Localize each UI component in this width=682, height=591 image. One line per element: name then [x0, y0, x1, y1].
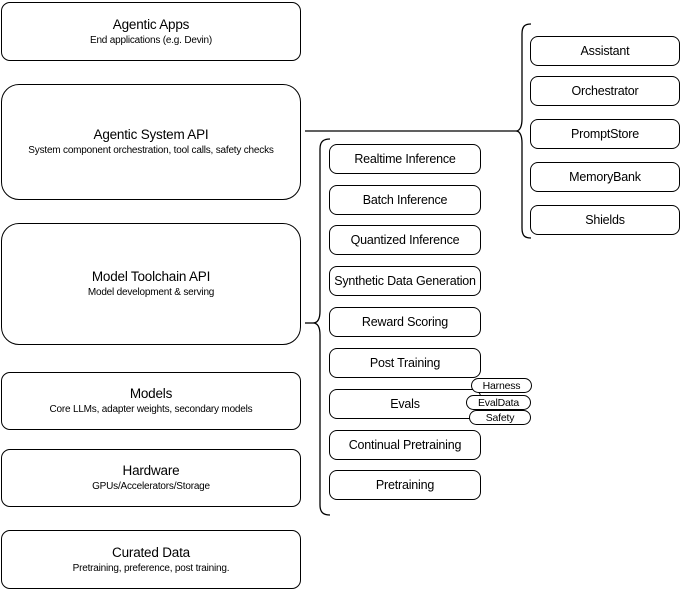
evals-tag-label: Safety: [485, 411, 515, 424]
layer-title: Curated Data: [112, 544, 190, 560]
component-label: Assistant: [580, 44, 630, 58]
toolchain-item-batch-inference: Batch Inference: [329, 185, 481, 215]
toolchain-item-label: Continual Pretraining: [348, 438, 462, 452]
component-box-memorybank: MemoryBank: [530, 162, 680, 192]
component-box-orchestrator: Orchestrator: [530, 76, 680, 106]
layer-box-curated-data: Curated Data Pretraining, preference, po…: [1, 530, 301, 589]
layer-box-model-toolchain-api: Model Toolchain API Model development & …: [1, 223, 301, 345]
component-label: MemoryBank: [569, 170, 641, 184]
layer-title: Agentic System API: [93, 127, 209, 142]
toolchain-item-pretraining: Pretraining: [329, 470, 481, 500]
toolchain-item-synthetic-data-generation: Synthetic Data Generation: [329, 266, 481, 296]
toolchain-item-reward-scoring: Reward Scoring: [329, 307, 481, 337]
component-box-promptstore: PromptStore: [530, 119, 680, 149]
toolchain-item-label: Reward Scoring: [361, 315, 449, 329]
layer-subtitle: Core LLMs, adapter weights, secondary mo…: [49, 404, 253, 415]
layer-subtitle: Pretraining, preference, post training.: [72, 562, 230, 574]
layer-title: Hardware: [122, 463, 180, 478]
layer-subtitle: GPUs/Accelerators/Storage: [92, 481, 210, 492]
evals-tag-evaldata: EvalData: [466, 395, 531, 410]
layer-subtitle: End applications (e.g. Devin): [89, 34, 213, 46]
toolchain-item-quantized-inference: Quantized Inference: [329, 225, 481, 255]
toolchain-item-evals: Evals: [329, 389, 481, 419]
toolchain-item-label: Realtime Inference: [354, 152, 456, 166]
toolchain-item-realtime-inference: Realtime Inference: [329, 144, 481, 174]
evals-tag-label: EvalData: [477, 396, 519, 409]
toolchain-item-continual-pretraining: Continual Pretraining: [329, 430, 481, 460]
evals-tag-harness: Harness: [471, 378, 532, 393]
toolchain-item-post-training: Post Training: [329, 348, 481, 378]
toolchain-item-label: Pretraining: [375, 478, 435, 492]
layer-subtitle: Model development & serving: [87, 287, 215, 298]
layer-box-models: Models Core LLMs, adapter weights, secon…: [1, 372, 301, 430]
evals-tag-safety: Safety: [469, 410, 531, 425]
toolchain-item-label: Evals: [390, 397, 420, 411]
layer-title: Models: [129, 386, 173, 401]
toolchain-item-label: Synthetic Data Generation: [334, 274, 476, 288]
layer-title: Agentic Apps: [112, 16, 190, 32]
component-box-assistant: Assistant: [530, 36, 680, 66]
layer-title: Model Toolchain API: [91, 269, 211, 284]
toolchain-brace: [312, 138, 331, 516]
component-box-shields: Shields: [530, 205, 680, 235]
layer-box-agentic-system-api: Agentic System API System component orch…: [1, 84, 301, 200]
toolchain-item-label: Quantized Inference: [350, 233, 460, 247]
component-label: Orchestrator: [571, 84, 639, 98]
toolchain-item-label: Post Training: [369, 356, 441, 370]
component-label: Shields: [585, 213, 625, 227]
system-components-brace: [515, 23, 532, 239]
evals-tag-label: Harness: [482, 379, 521, 392]
component-label: PromptStore: [571, 127, 639, 141]
layer-box-agentic-apps: Agentic Apps End applications (e.g. Devi…: [1, 2, 301, 61]
layer-box-hardware: Hardware GPUs/Accelerators/Storage: [1, 449, 301, 507]
toolchain-item-label: Batch Inference: [362, 193, 448, 207]
layer-subtitle: System component orchestration, tool cal…: [28, 145, 274, 156]
